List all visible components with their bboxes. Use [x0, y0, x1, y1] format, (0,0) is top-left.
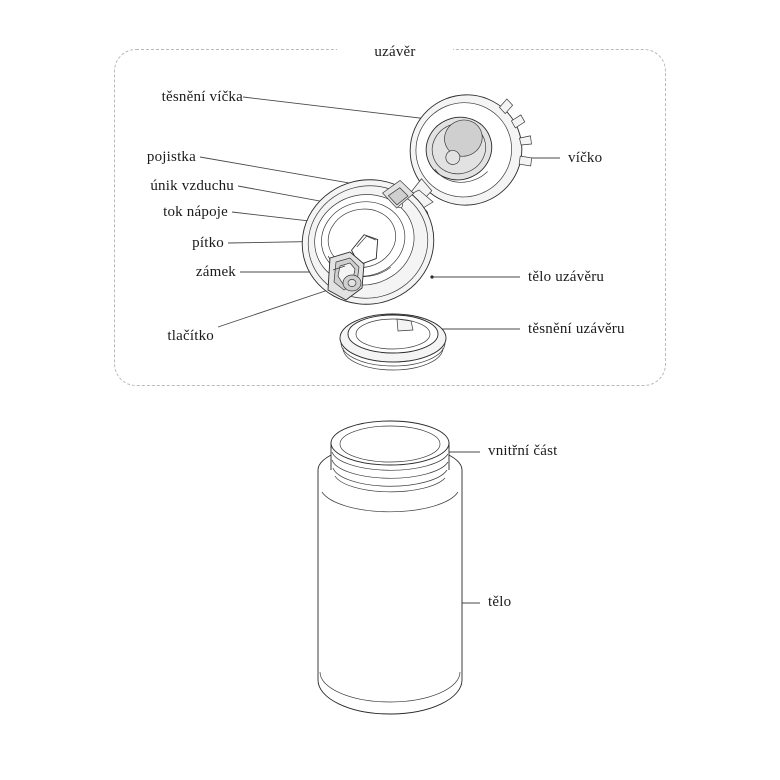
label-button: tlačítko: [167, 328, 214, 344]
label-cap-body: tělo uzávěru: [528, 269, 605, 285]
cap-section-title: uzávěr: [337, 42, 453, 63]
bottle-assembly: [317, 420, 463, 715]
label-cap-gasket: těsnění uzávěru: [528, 321, 625, 337]
label-spout: pítko: [192, 235, 224, 251]
label-lid-seal: těsnění víčka: [161, 89, 243, 105]
leader-lines-bottle: [383, 450, 480, 605]
label-safety-catch: pojistka: [146, 149, 196, 165]
label-lid: víčko: [568, 150, 603, 166]
label-drink-flow: tok nápoje: [163, 204, 228, 220]
label-lock: zámek: [195, 264, 236, 280]
label-air-vent: únik vzduchu: [150, 178, 234, 194]
label-inner-part: vnitřní část: [488, 443, 558, 459]
label-body: tělo: [488, 594, 512, 610]
